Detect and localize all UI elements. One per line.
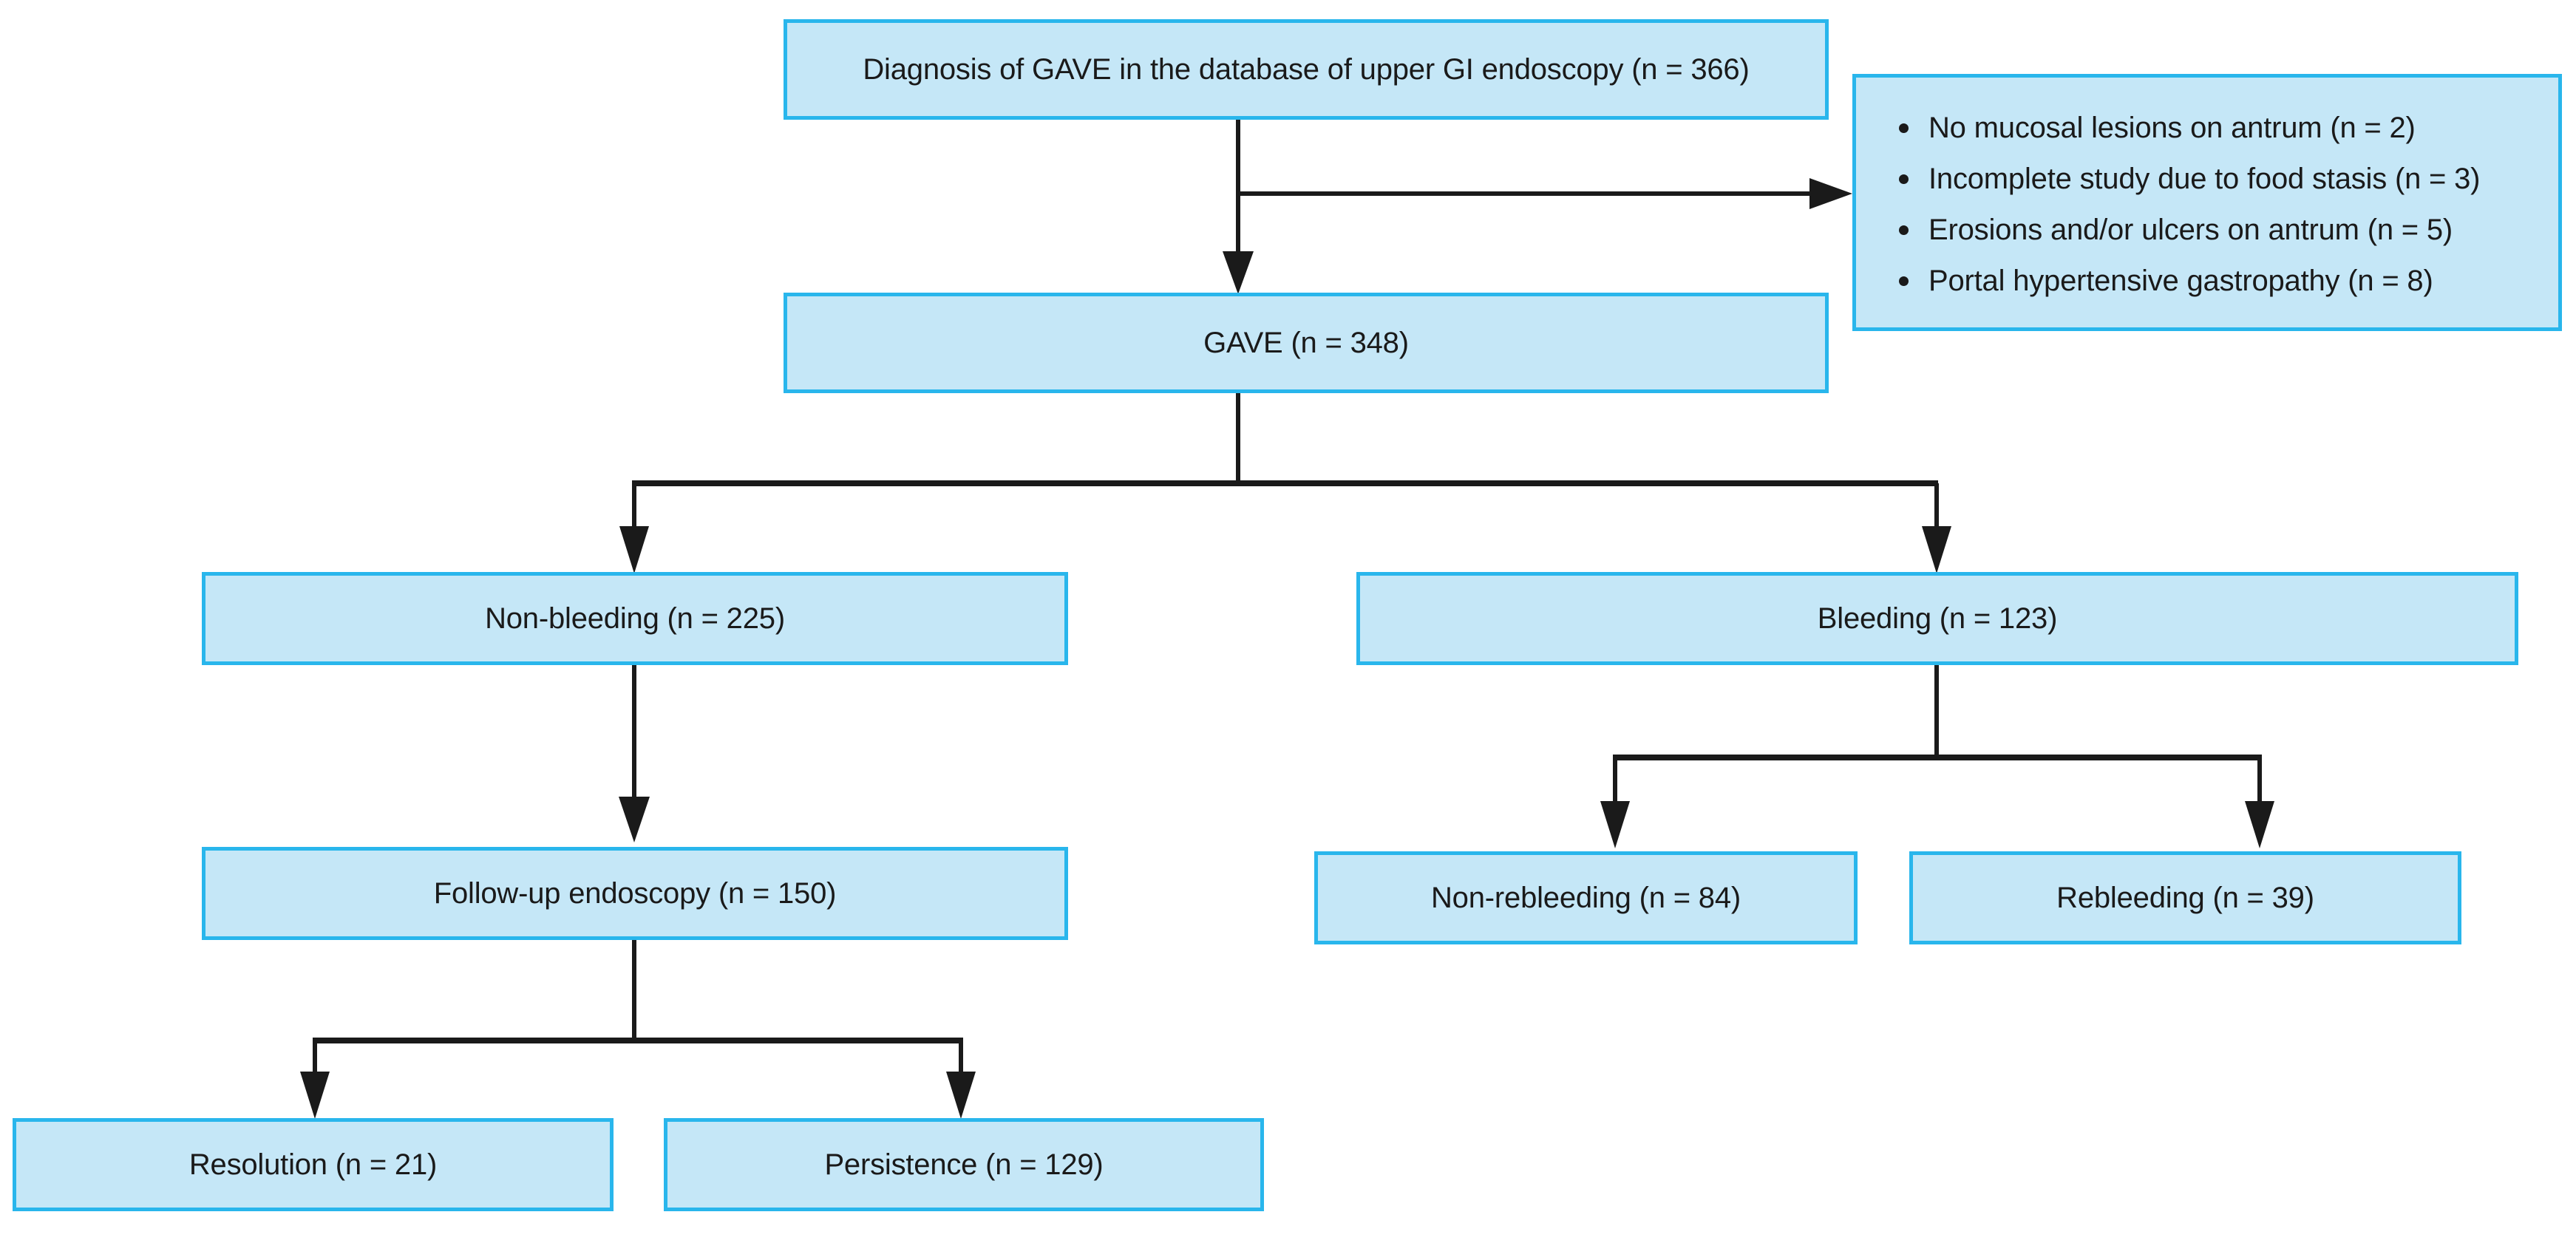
excluded-reason-item: Erosions and/or ulcers on antrum (n = 5) [1894,212,2558,248]
node-gave[interactable]: GAVE (n = 348) [784,293,1829,393]
node-excluded[interactable]: No mucosal lesions on antrum (n = 2) Inc… [1852,74,2562,331]
node-rebleeding[interactable]: Rebleeding (n = 39) [1909,851,2461,944]
node-persistence[interactable]: Persistence (n = 129) [664,1118,1264,1211]
arrowhead-bleeding-to-nonrebleeding [1600,801,1630,848]
node-source[interactable]: Diagnosis of GAVE in the database of upp… [784,19,1829,120]
node-follow-up-endoscopy[interactable]: Follow-up endoscopy (n = 150) [202,847,1068,940]
arrowhead-gave-to-nonbleeding [619,526,649,573]
excluded-reason-item: No mucosal lesions on antrum (n = 2) [1894,110,2558,146]
node-resolution[interactable]: Resolution (n = 21) [13,1118,614,1211]
node-non-bleeding[interactable]: Non-bleeding (n = 225) [202,572,1068,665]
node-non-rebleeding[interactable]: Non-rebleeding (n = 84) [1314,851,1858,944]
arrowhead-source-to-gave [1223,251,1254,294]
arrowhead-bleeding-to-rebleeding [2245,801,2274,848]
node-bleeding[interactable]: Bleeding (n = 123) [1356,572,2518,665]
excluded-reason-list: No mucosal lesions on antrum (n = 2) Inc… [1894,110,2558,299]
excluded-reason-item: Portal hypertensive gastropathy (n = 8) [1894,263,2558,299]
excluded-reason-item: Incomplete study due to food stasis (n =… [1894,161,2558,197]
arrowhead-followup-to-resolution [300,1072,330,1119]
arrowhead-followup-to-persistence [946,1072,976,1119]
arrowhead-source-to-excluded [1809,178,1852,209]
arrowhead-gave-to-bleeding [1922,526,1951,573]
arrowhead-nonbleeding-to-followup [619,797,650,842]
